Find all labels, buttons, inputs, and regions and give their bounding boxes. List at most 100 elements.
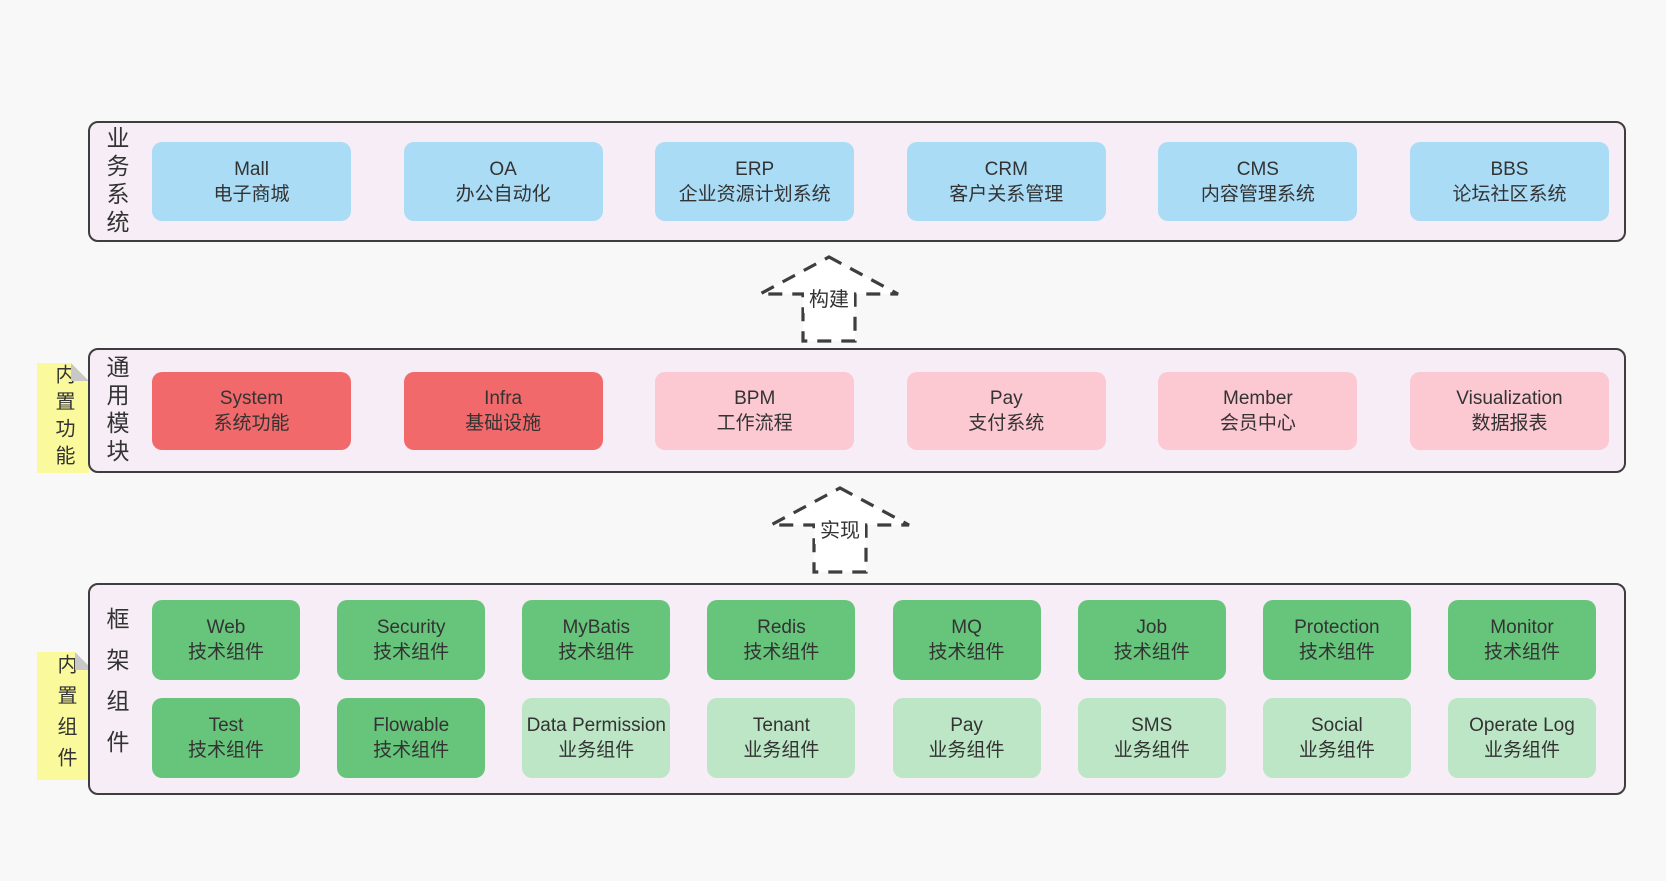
box-name: Tenant	[752, 715, 810, 736]
box-desc: 技术组件	[1298, 642, 1375, 663]
box-cms: CMS 内容管理系统	[1158, 142, 1358, 221]
box-web: Web 技术组件	[152, 600, 300, 680]
box-desc: 电子商城	[213, 183, 290, 205]
box-desc: 技术组件	[373, 740, 450, 761]
box-desc: 会员中心	[1219, 412, 1296, 434]
panel-modules-label: 通用模块	[103, 354, 129, 467]
framework-row-2: Test 技术组件 Flowable 技术组件 Data Permission …	[152, 698, 1596, 778]
box-name: BPM	[734, 387, 776, 409]
box-tenant: Tenant 业务组件	[707, 698, 856, 778]
panel-common-modules: 通用模块 System 系统功能 Infra 基础设施 BPM 工作流程 Pay…	[88, 348, 1626, 473]
box-name: Operate Log	[1469, 715, 1575, 736]
box-name: Pay	[950, 715, 983, 736]
box-desc: 业务组件	[928, 740, 1005, 761]
box-security: Security 技术组件	[337, 600, 486, 680]
box-mall: Mall 电子商城	[152, 142, 351, 221]
box-desc: 技术组件	[373, 642, 450, 663]
box-desc: 技术组件	[558, 642, 635, 663]
box-desc: 业务组件	[743, 740, 820, 761]
box-name: Pay	[989, 387, 1023, 409]
box-name: Job	[1136, 617, 1168, 638]
box-desc: 办公自动化	[455, 183, 551, 205]
box-name: Visualization	[1456, 387, 1563, 409]
box-desc: 技术组件	[1483, 642, 1560, 663]
arrow-implement-label: 实现	[815, 513, 865, 544]
tag-built-in-components: 内置组件	[37, 652, 93, 780]
box-visualization: Visualization 数据报表	[1409, 371, 1609, 450]
box-name: Protection	[1294, 617, 1380, 638]
panel-business-systems: 业务系统 Mall 电子商城 OA 办公自动化 ERP 企业资源计划系统 CRM…	[88, 121, 1626, 242]
box-erp: ERP 企业资源计划系统	[655, 142, 855, 221]
box-protection: Protection 技术组件	[1262, 600, 1411, 680]
box-name: SMS	[1131, 715, 1173, 736]
box-desc: 基础设施	[465, 412, 542, 434]
box-bbs: BBS 论坛社区系统	[1409, 142, 1609, 221]
modules-boxes-row: System 系统功能 Infra 基础设施 BPM 工作流程 Pay 支付系统…	[128, 371, 1624, 450]
box-desc: 技术组件	[928, 642, 1005, 663]
box-sms: SMS 业务组件	[1077, 698, 1226, 778]
box-oa: OA 办公自动化	[403, 142, 603, 221]
arrow-implement: 实现	[768, 485, 912, 575]
box-desc: 技术组件	[187, 740, 264, 761]
box-desc: 系统功能	[213, 412, 290, 434]
box-name: CMS	[1236, 158, 1279, 180]
box-pay-biz: Pay 业务组件	[892, 698, 1041, 778]
panel-framework-label: 框架组件	[103, 607, 129, 771]
box-system: System 系统功能	[152, 371, 351, 450]
arrow-build-label: 构建	[804, 282, 854, 313]
business-boxes-row: Mall 电子商城 OA 办公自动化 ERP 企业资源计划系统 CRM 客户关系…	[128, 142, 1624, 221]
box-mybatis: MyBatis 技术组件	[522, 600, 671, 680]
box-monitor: Monitor 技术组件	[1447, 600, 1596, 680]
box-name: Redis	[757, 617, 806, 638]
box-desc: 业务组件	[1483, 740, 1560, 761]
box-name: Member	[1223, 387, 1293, 409]
box-name: OA	[489, 158, 517, 180]
box-name: Data Permission	[526, 715, 666, 736]
box-desc: 技术组件	[743, 642, 820, 663]
box-redis: Redis 技术组件	[707, 600, 856, 680]
box-desc: 业务组件	[558, 740, 635, 761]
box-desc: 技术组件	[187, 642, 264, 663]
box-desc: 内容管理系统	[1200, 183, 1315, 205]
box-name: MQ	[951, 617, 982, 638]
box-data-permission: Data Permission 业务组件	[522, 698, 671, 778]
box-job: Job 技术组件	[1077, 600, 1226, 680]
framework-rows: Web 技术组件 Security 技术组件 MyBatis 技术组件 Redi…	[128, 600, 1624, 778]
tag-built-in-components-label: 内置组件	[54, 654, 76, 778]
box-operate-log: Operate Log 业务组件	[1447, 698, 1596, 778]
box-desc: 支付系统	[968, 412, 1045, 434]
box-name: Web	[206, 617, 246, 638]
box-mq: MQ 技术组件	[892, 600, 1041, 680]
box-member: Member 会员中心	[1158, 371, 1358, 450]
box-crm: CRM 客户关系管理	[906, 142, 1106, 221]
tag-built-in-features: 内置功能	[37, 363, 89, 473]
box-social: Social 业务组件	[1262, 698, 1411, 778]
box-desc: 客户关系管理	[949, 183, 1064, 205]
box-name: Social	[1310, 715, 1363, 736]
panel-framework-components: 框架组件 Web 技术组件 Security 技术组件 MyBatis 技术组件…	[88, 583, 1626, 795]
box-name: System	[219, 387, 284, 409]
box-desc: 业务组件	[1298, 740, 1375, 761]
box-desc: 数据报表	[1471, 412, 1548, 434]
box-name: BBS	[1490, 158, 1529, 180]
framework-row-1: Web 技术组件 Security 技术组件 MyBatis 技术组件 Redi…	[152, 600, 1596, 680]
box-test: Test 技术组件	[152, 698, 300, 778]
box-desc: 技术组件	[1113, 642, 1190, 663]
box-name: MyBatis	[562, 617, 631, 638]
box-name: CRM	[984, 158, 1028, 180]
box-name: ERP	[735, 158, 775, 180]
box-bpm: BPM 工作流程	[655, 371, 855, 450]
panel-business-label: 业务系统	[103, 125, 129, 238]
box-name: Monitor	[1490, 617, 1554, 638]
box-desc: 论坛社区系统	[1452, 183, 1567, 205]
box-flowable: Flowable 技术组件	[337, 698, 486, 778]
box-name: Flowable	[373, 715, 450, 736]
box-desc: 业务组件	[1113, 740, 1190, 761]
box-name: Test	[208, 715, 244, 736]
box-infra: Infra 基础设施	[403, 371, 603, 450]
tag-built-in-features-label: 内置功能	[52, 364, 74, 472]
box-desc: 工作流程	[716, 412, 793, 434]
box-name: Infra	[484, 387, 523, 409]
box-desc: 企业资源计划系统	[678, 183, 831, 205]
